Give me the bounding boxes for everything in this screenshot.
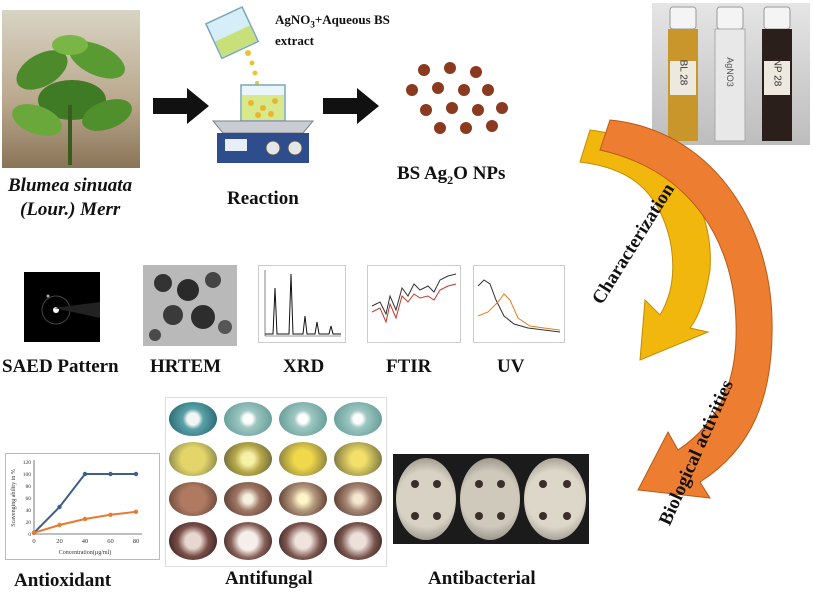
reagent-rest: +Aqueous BS bbox=[314, 12, 390, 27]
plate-fungal-2-1 bbox=[169, 442, 217, 476]
nanoparticles-illustration bbox=[406, 62, 508, 134]
plate-fungal-2-2 bbox=[224, 442, 272, 476]
antioxidant-chart-svg: 0 20 40 60 80 100 120 0 20 40 60 80Concentration(µg… bbox=[11, 460, 142, 556]
saed-pattern-graphic bbox=[41, 294, 100, 325]
y-tick-label-5: 100 bbox=[23, 472, 32, 478]
antibacterial-label: Antibacterial bbox=[428, 568, 536, 589]
uv-spectrum bbox=[477, 279, 561, 333]
saed-image bbox=[24, 272, 100, 342]
antibacterial-plates bbox=[393, 454, 589, 544]
plate-fungal-4-1 bbox=[169, 522, 217, 560]
plate-fungal-3-1 bbox=[169, 482, 217, 516]
xrd-image bbox=[258, 265, 346, 343]
plant-leaves bbox=[12, 35, 132, 165]
hrtem-particles bbox=[149, 272, 232, 341]
y-tick-label-1: 20 bbox=[26, 520, 32, 526]
curved-arrows bbox=[579, 119, 773, 499]
series-1-point-2 bbox=[82, 516, 88, 522]
reagent-sub: 3 bbox=[310, 19, 315, 30]
reagent-agno3: AgNO bbox=[275, 12, 311, 27]
ftir-image bbox=[367, 265, 461, 343]
nps-prefix: BS Ag bbox=[397, 163, 448, 184]
plate-fungal-4-3 bbox=[279, 522, 327, 560]
hrtem-label: HRTEM bbox=[150, 356, 222, 377]
reaction-setup-illustration bbox=[204, 5, 315, 163]
plant-name-line2: (Lour.) Merr bbox=[20, 199, 121, 220]
x-axis-label: Concentration(µg/ml) bbox=[59, 549, 111, 556]
plate-fungal-3-3 bbox=[279, 482, 327, 516]
plate-fungal-3-4 bbox=[334, 482, 382, 516]
arrow-reaction-to-nps bbox=[323, 88, 379, 124]
x-tick-label-1: 20 bbox=[56, 538, 63, 545]
plate-bacterial-2 bbox=[460, 458, 520, 540]
saed-label: SAED Pattern bbox=[2, 356, 119, 377]
arrow-plant-to-reaction bbox=[153, 88, 209, 124]
plate-fungal-4-4 bbox=[334, 522, 382, 560]
plant-photo bbox=[2, 10, 140, 168]
y-axis-label: Scavenging ability in % bbox=[11, 469, 17, 527]
series-1-line bbox=[33, 510, 137, 534]
antioxidant-label: Antioxidant bbox=[14, 570, 112, 591]
xrd-label: XRD bbox=[283, 356, 325, 377]
y-tick-label-0: 0 bbox=[28, 532, 31, 538]
plate-bacterial-3 bbox=[524, 458, 586, 540]
plate-fungal-1-3 bbox=[279, 402, 327, 436]
antifungal-label: Antifungal bbox=[225, 568, 313, 589]
antifungal-plates bbox=[165, 397, 387, 567]
plate-bacterial-1 bbox=[396, 458, 456, 540]
vial-label-1: BL 28 bbox=[677, 59, 689, 86]
nps-suffix: O NPs bbox=[453, 163, 506, 184]
plate-fungal-2-4 bbox=[334, 442, 382, 476]
y-tick-label-3: 60 bbox=[26, 496, 32, 502]
plant-name-line1: Blumea sinuata bbox=[8, 175, 133, 196]
nps-sub: 2 bbox=[447, 172, 454, 187]
uv-image bbox=[473, 265, 565, 343]
x-tick-label-0: 0 bbox=[32, 538, 35, 545]
plate-fungal-1-2 bbox=[224, 402, 272, 436]
plate-fungal-4-2 bbox=[224, 522, 272, 560]
plate-fungal-2-3 bbox=[279, 442, 327, 476]
vial-label-2: AgNO3 bbox=[725, 57, 735, 87]
series-0-point-4 bbox=[133, 471, 139, 477]
plate-fungal-1-1 bbox=[169, 402, 217, 436]
y-tick-label-4: 80 bbox=[26, 484, 32, 490]
vial-label-3: NP 28 bbox=[771, 58, 783, 87]
ftir-spectrum bbox=[371, 273, 457, 324]
reagent-label: AgNO3+Aqueous BS extract bbox=[275, 12, 390, 49]
series-0-point-1 bbox=[57, 504, 62, 510]
uv-label: UV bbox=[497, 356, 525, 377]
series-0-point-2 bbox=[82, 471, 88, 477]
y-tick-label-6: 120 bbox=[23, 460, 32, 466]
reaction-label: Reaction bbox=[227, 188, 299, 209]
xrd-pattern bbox=[264, 270, 341, 337]
vials-photo: BL 28 AgNO3 NP 28 bbox=[652, 3, 810, 145]
series-1-point-4 bbox=[133, 509, 139, 514]
series-1-point-3 bbox=[108, 512, 113, 517]
inhibition-wells bbox=[411, 480, 571, 520]
vials bbox=[668, 6, 792, 142]
plate-fungal-1-4 bbox=[334, 402, 382, 436]
x-tick-label-3: 60 bbox=[107, 538, 114, 545]
series-1-point-0 bbox=[31, 530, 37, 535]
nps-label: BS Ag2O NPs bbox=[397, 163, 505, 188]
y-tick-label-2: 40 bbox=[26, 508, 32, 514]
series-1-point-1 bbox=[57, 522, 62, 528]
reagent-extract: extract bbox=[275, 32, 314, 48]
ftir-label: FTIR bbox=[386, 356, 432, 377]
series-0-line bbox=[33, 473, 136, 534]
hrtem-image bbox=[143, 265, 237, 346]
series-0-point-3 bbox=[108, 471, 113, 477]
x-tick-label-2: 40 bbox=[82, 538, 89, 545]
plate-fungal-3-2 bbox=[224, 482, 272, 516]
x-tick-label-4: 80 bbox=[133, 538, 140, 545]
